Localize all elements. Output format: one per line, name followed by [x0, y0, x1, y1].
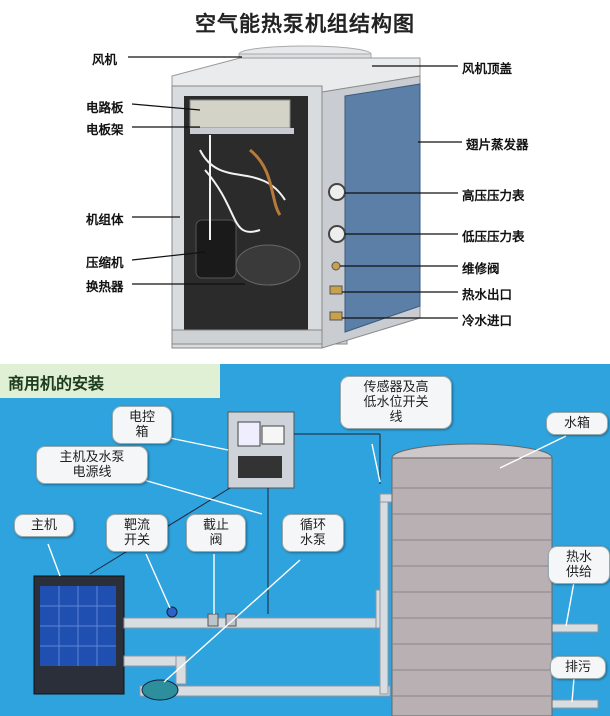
wiring [199, 135, 286, 240]
pointer-sensor [371, 443, 381, 483]
pointer-tank [499, 435, 567, 469]
callout-host-pump-power: 主机及水泵 电源线 [36, 446, 148, 484]
label-high-pressure-gauge: 高压压力表 [462, 188, 525, 203]
circuit-board-shape [189, 99, 291, 129]
control-box-panel [261, 425, 285, 445]
installation-diagram [33, 411, 599, 716]
pipe-middle [123, 655, 185, 667]
leader-circuit-board [131, 103, 201, 111]
tank-body [391, 457, 553, 716]
label-fan-top-cover: 风机顶盖 [462, 61, 513, 76]
pipe-hot-supply [547, 623, 599, 633]
callout-target-flow-switch: 靶流 开关 [106, 514, 168, 552]
cold-water-inlet-shape [329, 311, 343, 321]
copper-pipe [249, 148, 282, 216]
host-unit-grid [40, 586, 116, 666]
low-pressure-gauge-shape [328, 225, 346, 243]
heat-pump-unit-illustration [128, 45, 462, 349]
label-hot-water-outlet: 热水出口 [462, 287, 513, 302]
label-low-pressure-gauge: 低压压力表 [462, 229, 525, 244]
target-flow-switch-shape [166, 606, 178, 618]
pipe-drain [547, 699, 599, 709]
pointer-hot-supply [565, 581, 575, 627]
installation-section: 商用机的安装 [0, 364, 610, 716]
label-board-frame: 电板架 [86, 122, 124, 137]
label-fin-evaporator: 翅片蒸发器 [466, 137, 529, 152]
label-unit-body: 机组体 [86, 212, 124, 227]
label-circuit-board: 电路板 [86, 100, 124, 115]
stop-valve-shape-1 [207, 613, 219, 627]
unit-structure-section: 空气能热泵机组结构图 [86, 12, 529, 349]
pipe-lower-riser [379, 493, 389, 695]
installation-header-bar [0, 364, 220, 398]
compressor-shape [195, 219, 237, 279]
circulation-pump-shape [141, 679, 179, 701]
cabinet-interior [184, 96, 308, 332]
callout-stop-valve: 截止 阀 [186, 514, 246, 552]
pointer-drain [571, 677, 575, 703]
pointer-power-line [129, 475, 263, 515]
board-frame-shape [190, 128, 294, 134]
control-box-breakers [238, 456, 282, 478]
callout-drain: 排污 [550, 656, 606, 679]
label-heat-exchanger: 换热器 [86, 279, 124, 294]
callout-water-tank: 水箱 [546, 412, 608, 435]
label-fan: 风机 [92, 52, 118, 67]
callout-circulation-pump: 循环 水泵 [282, 514, 344, 552]
callout-hot-water-supply: 热水 供给 [548, 546, 610, 584]
stop-valve-shape-2 [225, 613, 237, 627]
pipe-middle-drop [175, 655, 187, 685]
callout-host: 主机 [14, 514, 74, 537]
callout-control-box: 电控 箱 [112, 406, 172, 444]
fin-evaporator-grid [344, 83, 421, 333]
pointer-pump [163, 559, 301, 683]
service-valve-shape [331, 261, 341, 271]
control-box-meter [237, 421, 261, 447]
pointer-flow-switch [145, 553, 171, 609]
callout-sensor-line: 传感器及高 低水位开关 线 [340, 376, 452, 429]
high-pressure-gauge-shape [328, 183, 346, 201]
hot-water-outlet-shape [329, 285, 343, 295]
cabinet-base [171, 329, 348, 345]
pipe-lower [139, 685, 391, 697]
label-cold-water-inlet: 冷水进口 [462, 313, 513, 328]
pointer-control-box [169, 437, 229, 451]
label-service-valve: 维修阀 [462, 261, 500, 276]
pointer-host [47, 543, 61, 577]
pipe-upper [123, 617, 387, 629]
heat-exchanger-shape [235, 244, 301, 286]
leader-compressor [131, 251, 206, 261]
structure-title: 空气能热泵机组结构图 [195, 12, 415, 36]
tank-rings [392, 487, 552, 697]
installation-title: 商用机的安装 [8, 374, 105, 393]
label-compressor: 压缩机 [86, 255, 124, 270]
